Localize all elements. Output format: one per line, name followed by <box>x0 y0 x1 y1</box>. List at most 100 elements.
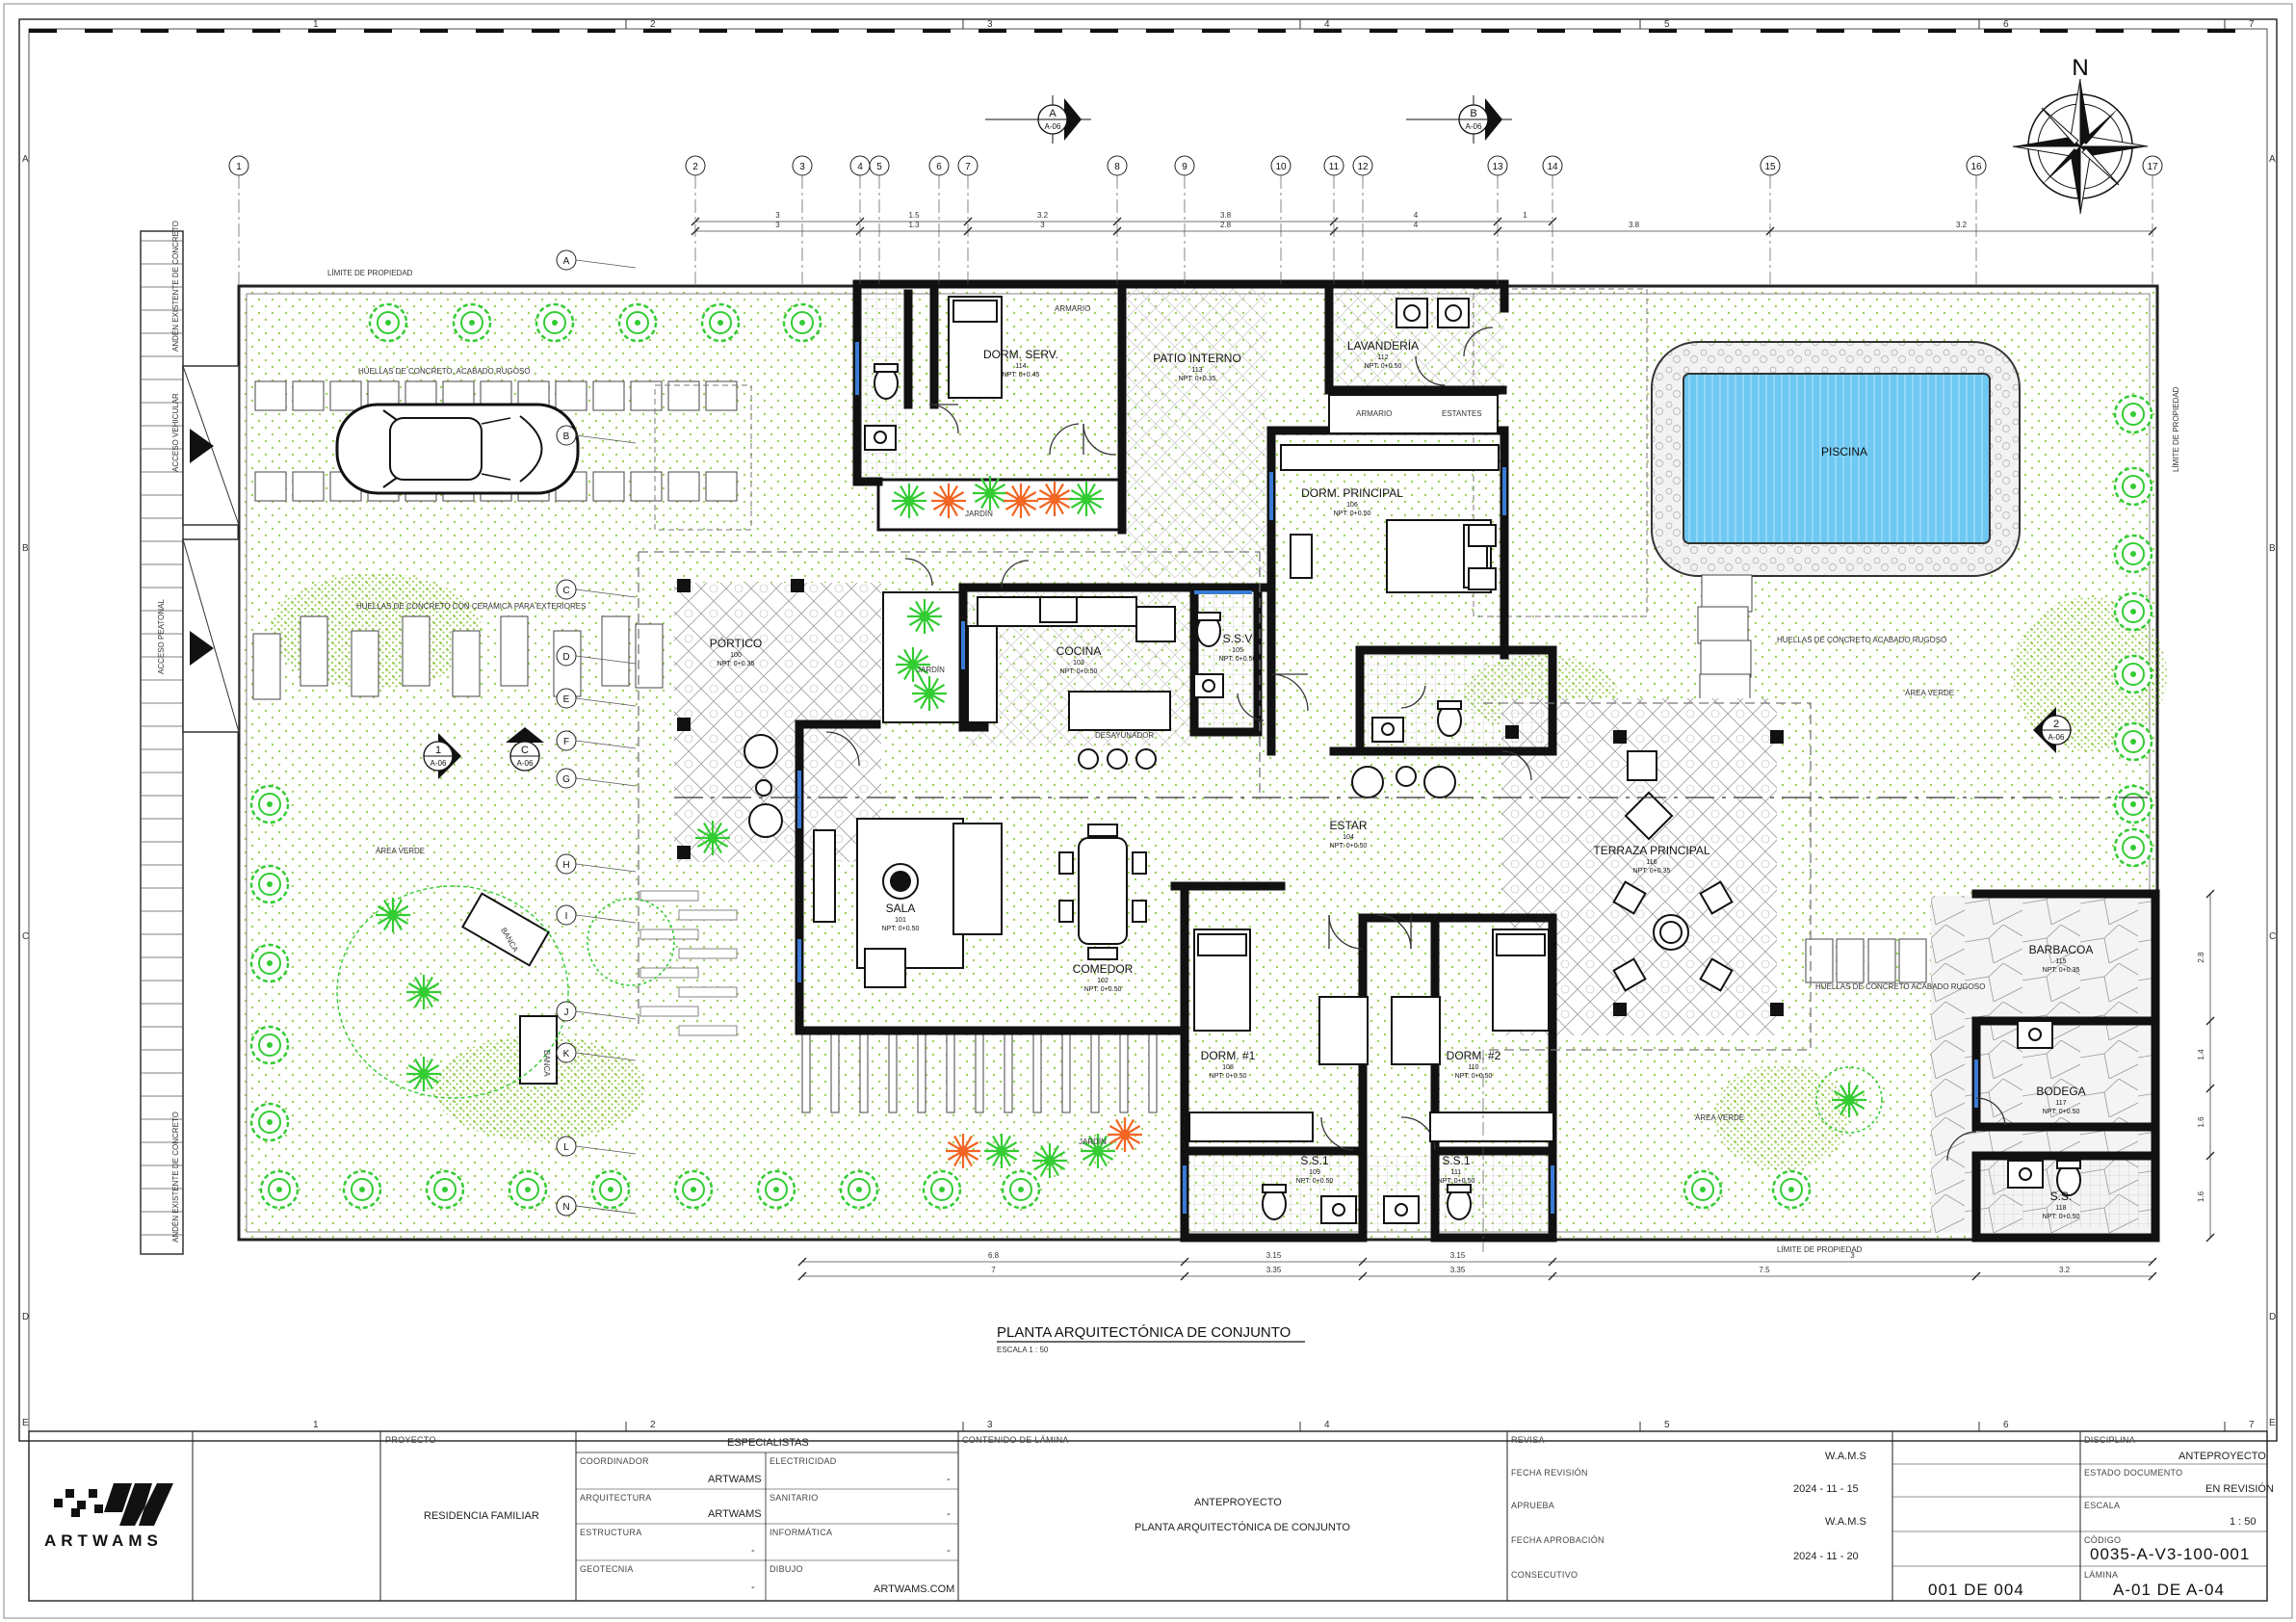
room-name: S.S. <box>2050 1190 2073 1203</box>
sanitary-value: - <box>947 1508 951 1520</box>
room-name: S.S.1 <box>1300 1154 1329 1167</box>
border-row-label: A <box>22 154 29 165</box>
border-col-label: 6 <box>2003 1420 2009 1430</box>
drawing-scale-text: ESCALA 1 : 50 <box>997 1346 1049 1354</box>
room-name: COMEDOR <box>1073 962 1134 976</box>
dimension-label: 4 <box>1414 221 1419 229</box>
dimension-label: 2.8 <box>1220 221 1232 229</box>
border-row-label: D <box>22 1312 29 1322</box>
dimension-label: 3.35 <box>1450 1266 1466 1274</box>
grid-column-label: 7 <box>965 162 971 172</box>
grid-row-label: A <box>563 256 570 267</box>
room-level: NPT: 0+0.35 <box>1179 376 1216 382</box>
dimension-label: 3 <box>775 221 780 229</box>
shrub-icon <box>912 676 947 711</box>
tree-icon <box>452 302 492 343</box>
sequence-value: 001 DE 004 <box>1928 1581 2024 1599</box>
reviewed-value: W.A.M.S <box>1825 1451 1866 1462</box>
shrub-icon <box>1069 482 1104 516</box>
tree-canopy-icon <box>587 898 675 986</box>
pool <box>1651 341 2021 577</box>
grid-column-label: 8 <box>1114 162 1120 172</box>
approved-value: W.A.M.S <box>1825 1516 1866 1528</box>
shrub-icon <box>376 898 410 932</box>
room-level: NPT: 0+0.50 <box>1365 363 1402 370</box>
tree-icon <box>249 864 290 904</box>
section-marker: 2A-06 <box>2033 707 2072 753</box>
property-limit-label-3: LÍMITE DE PROPIEDAD <box>2172 386 2180 472</box>
tree-icon <box>259 1169 300 1210</box>
room-name: DORM. SERV. <box>983 348 1058 361</box>
sanitary-label: SANITARIO <box>770 1493 819 1503</box>
border-col-label: 7 <box>2249 1420 2255 1430</box>
closet-label-1: ARMARIO <box>1055 304 1090 313</box>
shrub-icon <box>984 1134 1019 1168</box>
dimension-label: 7.5 <box>1759 1266 1770 1274</box>
room-name: PÓRTICO <box>710 636 762 650</box>
grid-row-label: C <box>562 586 569 596</box>
grid-column-label: 10 <box>1275 162 1287 172</box>
room-name: TERRAZA PRINCIPAL <box>1593 844 1709 857</box>
status-label: ESTADO DOCUMENTO <box>2084 1468 2183 1478</box>
grid-row-label: D <box>562 652 569 663</box>
dimension-label: 3.15 <box>1450 1251 1466 1260</box>
section-sheet: A-06 <box>2048 733 2065 742</box>
doors <box>638 327 2006 1162</box>
property-limit-label: LÍMITE DE PROPIEDAD <box>327 269 413 277</box>
grid-column-label: 3 <box>799 162 805 172</box>
axis-grid: 1234567891011121314151617ABCDEFGHIJKLMN <box>228 155 2163 1252</box>
section-marker: 1A-06 <box>423 733 461 779</box>
room-name: DORM. #2 <box>1447 1049 1501 1062</box>
discipline-label: DISCIPLINA <box>2084 1435 2136 1445</box>
tree-icon <box>700 302 741 343</box>
shrub-icon <box>1032 1143 1067 1178</box>
sheet-number-label: LÁMINA <box>2084 1570 2119 1580</box>
green-area-label-3: ÁREA VERDE <box>1695 1113 1744 1122</box>
border-col-label: 6 <box>2003 19 2009 30</box>
tree-icon <box>782 302 822 343</box>
room-code: 114 <box>1015 363 1026 370</box>
room-level: NPT: 0+0.50 <box>1210 1073 1247 1080</box>
room-level: NPT: 0+0.50 <box>1060 668 1098 675</box>
green-area-label-1: ÁREA VERDE <box>376 847 425 855</box>
tree-canopy-icon <box>336 885 569 1099</box>
dimension-label: 1.6 <box>2197 1190 2205 1202</box>
room-level: NPT: 0+0.50 <box>882 926 920 932</box>
coordinator-value: ARTWAMS <box>708 1474 762 1485</box>
grid-column-label: 5 <box>876 162 882 172</box>
section-sheet: A-06 <box>1466 122 1482 131</box>
property-limit-label-2: LÍMITE DE PROPIEDAD <box>1777 1245 1863 1254</box>
grid-column-label: 2 <box>692 162 698 172</box>
section-marker: AA-06 <box>985 95 1091 144</box>
closet-label-2: ARMARIO <box>1356 409 1392 418</box>
pool-path-note: HUELLAS DE CONCRETO ACABADO RUGOSO <box>1777 636 1946 644</box>
room-name: LAVANDERÍA <box>1347 338 1419 353</box>
border-col-label: 1 <box>313 19 319 30</box>
section-letter: 1 <box>435 745 441 756</box>
sheet-content-1: ANTEPROYECTO <box>1194 1497 1282 1508</box>
car-icon <box>335 403 580 495</box>
room-level: NPT: 0+0.35 <box>1633 868 1671 875</box>
room-level: NPT: 0+0.35 <box>718 661 755 667</box>
tree-icon <box>2113 827 2153 868</box>
section-sheet: A-06 <box>430 759 447 768</box>
dimension-label: 1.5 <box>908 211 920 220</box>
room-code: 112 <box>1377 354 1388 361</box>
tree-icon <box>590 1169 631 1210</box>
scale-value: 1 : 50 <box>2230 1516 2257 1528</box>
room-label: PISCINA <box>1821 445 1867 458</box>
furniture <box>460 296 1734 1142</box>
bbq-path-note: HUELLAS DE CONCRETO ACABADO RUGOSO <box>1815 982 1985 991</box>
grid-row-label: L <box>563 1142 569 1153</box>
room-code: 103 <box>1073 660 1084 667</box>
dimension-label: 3.8 <box>1220 211 1232 220</box>
room-code: 117 <box>2055 1100 2066 1107</box>
tree-icon <box>839 1169 879 1210</box>
room-level: NPT: 0+0.50 <box>1084 986 1122 993</box>
border-col-label: 3 <box>987 1420 993 1430</box>
sidewalk-label-2: ANDÉN EXISTENTE DE CONCRETO <box>171 1112 180 1243</box>
